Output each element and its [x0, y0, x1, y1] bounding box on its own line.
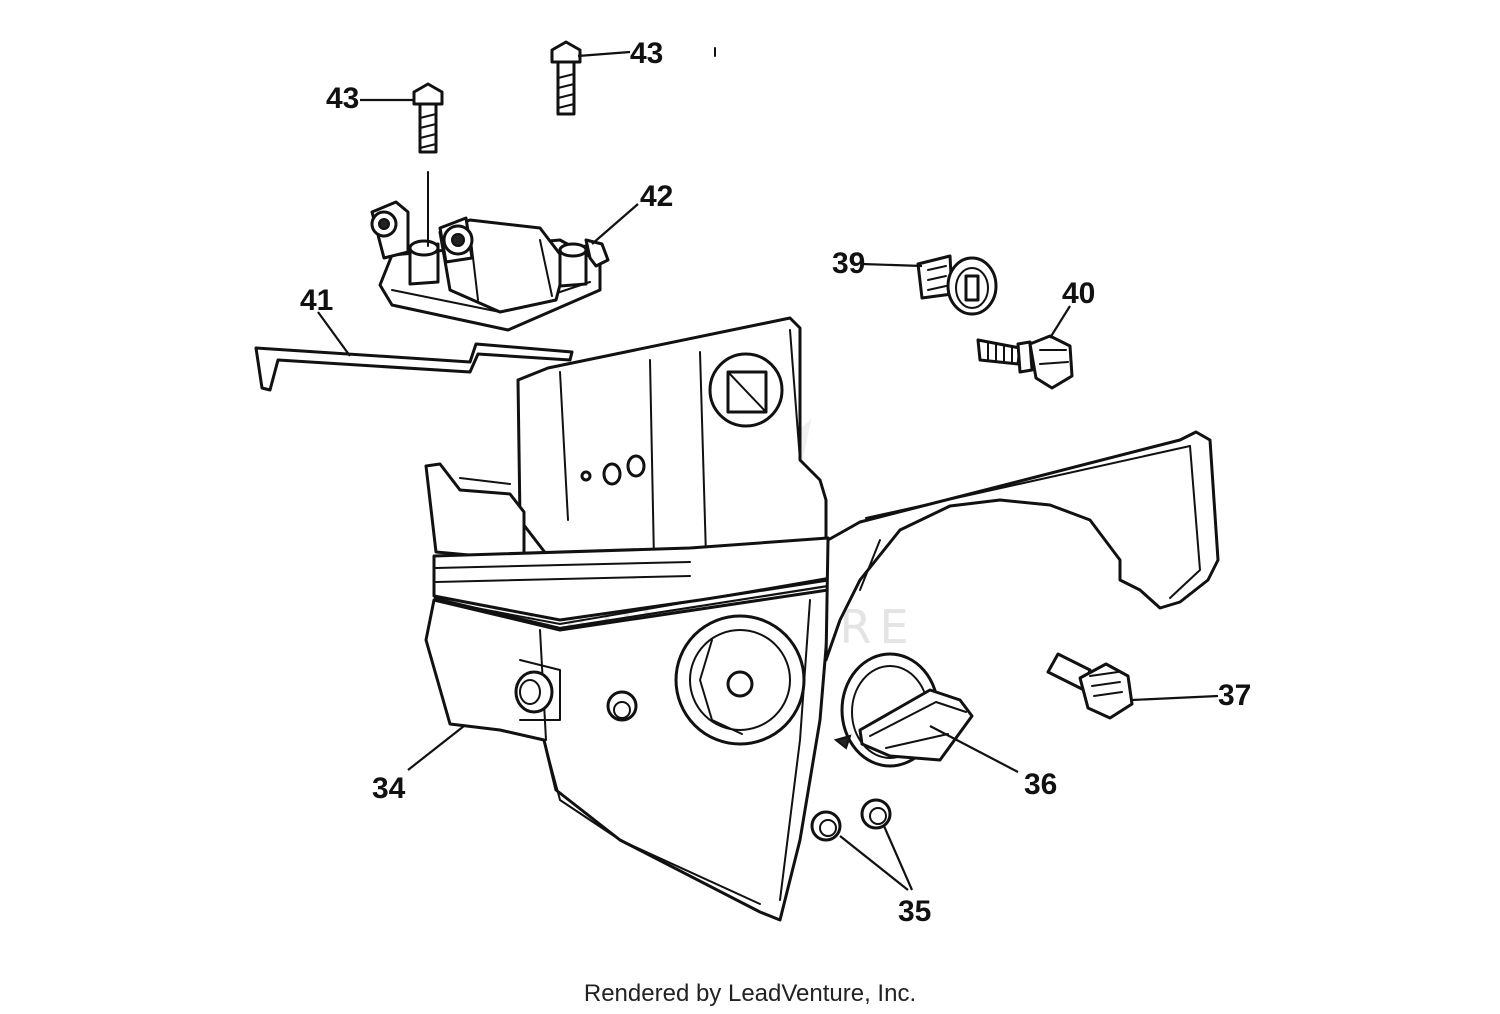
callout-41: 41	[300, 284, 333, 317]
key-40	[976, 334, 1074, 390]
switch-39	[916, 254, 998, 316]
callout-43-left: 43	[326, 82, 359, 115]
key-37	[1046, 652, 1134, 720]
nuts-35	[810, 798, 892, 842]
shroud-wing	[824, 430, 1220, 662]
bracket-42	[370, 171, 610, 332]
shroud-34	[424, 316, 832, 922]
bolt-43-left	[412, 82, 444, 154]
callout-42: 42	[640, 180, 673, 213]
leader-lines	[317, 47, 1219, 891]
callout-36: 36	[1024, 768, 1057, 801]
callout-43-right: 43	[630, 37, 663, 70]
callout-35: 35	[898, 895, 931, 928]
bolt-43-right	[550, 40, 582, 116]
callout-34: 34	[372, 772, 406, 805]
footer-credit: Rendered by LeadVenture, Inc.	[583, 980, 917, 1007]
callout-39: 39	[832, 247, 865, 280]
callout-40: 40	[1062, 277, 1095, 310]
callout-37: 37	[1218, 679, 1251, 712]
strip-41	[254, 342, 574, 392]
lever-36	[833, 652, 974, 768]
